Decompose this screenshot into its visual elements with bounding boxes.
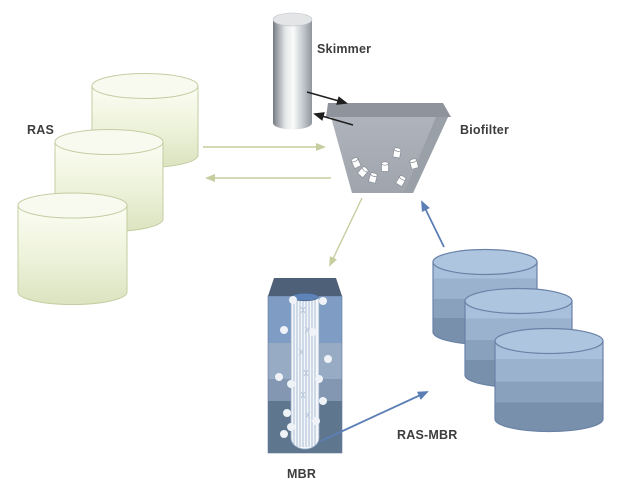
flow-arrow-skimmer-to-biofilter — [306, 91, 348, 105]
mbr-fiber-bundle — [290, 292, 320, 450]
blue-tank-front-top — [494, 327, 604, 355]
ras-tank-middle-top — [54, 129, 164, 155]
mbr-bubbles — [275, 296, 332, 438]
flow-arrows — [203, 91, 445, 442]
biofilter-media-icon — [356, 166, 369, 179]
ras-tank-back-top — [91, 73, 199, 99]
ras-mbr-label: RAS-MBR — [397, 428, 457, 442]
fiber-strands — [293, 297, 316, 447]
skimmer-body — [273, 19, 312, 130]
blue-tank-front-body — [494, 340, 604, 433]
biofilter-label: Biofilter — [460, 123, 509, 137]
diagram-labels: RAS Skimmer Biofilter MBR RAS-MBR — [27, 42, 509, 481]
skimmer-label: Skimmer — [317, 42, 371, 56]
ras-mbr-tank-group — [432, 248, 604, 433]
biofilter-media-icon — [368, 172, 378, 184]
biofilter-media-icon — [395, 175, 407, 188]
biofilter-flank — [404, 117, 448, 193]
mbr-label: MBR — [287, 467, 316, 481]
fiber-crossings — [298, 306, 311, 419]
skimmer-top — [272, 12, 313, 27]
ras-tank-front-body — [17, 205, 128, 305]
ras-label: RAS — [27, 123, 54, 137]
flow-arrow-rasmbr-to-biofilter — [421, 200, 445, 248]
biofilter-media-icon — [381, 161, 389, 172]
mbr-reactor — [267, 278, 343, 454]
biofilter-funnel — [326, 103, 451, 193]
biofilter-rim — [326, 103, 451, 117]
biofilter-media-group — [350, 147, 419, 188]
skimmer-column — [272, 12, 313, 130]
mbr-cap — [268, 278, 342, 296]
blue-tank-middle-top — [464, 287, 573, 315]
flow-arrow-biofilter-to-mbr — [329, 197, 363, 267]
ras-tank-group — [17, 73, 199, 305]
blue-tank-back-top — [432, 248, 538, 276]
blue-tank-front — [494, 327, 604, 433]
biofilter-media-icon — [392, 147, 402, 159]
biofilter-media-icon — [350, 157, 362, 170]
flow-arrow-mbr-to-rasmbr — [320, 391, 429, 442]
flow-arrow-biofilter-to-skimmer — [313, 112, 354, 126]
ras-tank-front — [17, 192, 128, 305]
ras-tank-front-top — [17, 192, 128, 219]
biofilter-media-icon — [409, 158, 419, 170]
